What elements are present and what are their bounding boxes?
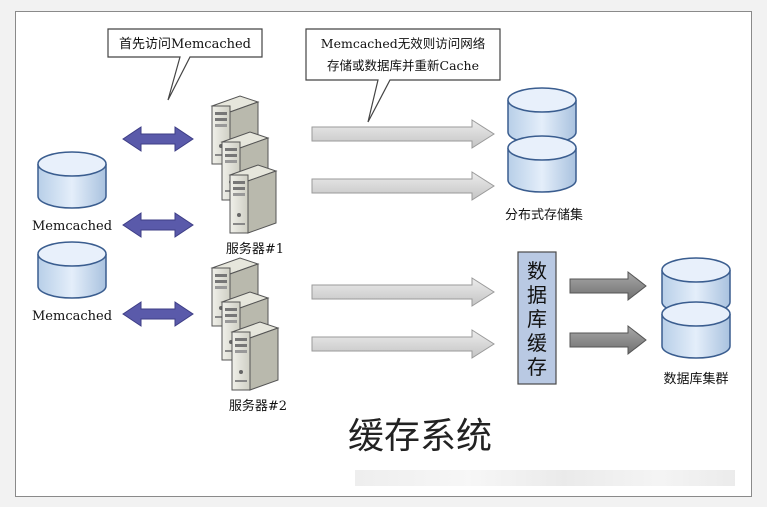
db-cache-char-4: 缓 [527, 331, 547, 355]
double-arrow-icon [122, 126, 194, 152]
distributed-storage: 分布式存储集 [505, 87, 583, 223]
db-cache-char-3: 库 [527, 307, 547, 331]
callout-fallback-line2: 存储或数据库并重新Cache [327, 58, 479, 73]
callout-first-text: 首先访问Memcached [119, 37, 251, 52]
server-2-label: 服务器#2 [229, 398, 287, 414]
server-tower-icon [229, 164, 277, 234]
db-cache-char-2: 据 [527, 283, 547, 307]
distributed-storage-label: 分布式存储集 [505, 207, 583, 223]
database-cluster-label: 数据库集群 [663, 371, 728, 387]
double-arrow-icon [122, 212, 194, 238]
database-cylinder-icon [37, 241, 107, 299]
server-group-1: 服务器#1 [211, 95, 284, 257]
server-tower-icon [231, 321, 279, 391]
database-cylinder-icon [661, 301, 731, 359]
callout-first-access: 首先访问Memcached [107, 28, 263, 101]
database-cluster: 数据库集群 [661, 257, 731, 387]
server-1-label: 服务器#1 [226, 241, 284, 257]
memcached-label-top: Memcached [32, 219, 112, 234]
server-group-2: 服务器#2 [211, 257, 287, 414]
arrow-right-icon [311, 277, 495, 307]
arrow-right-icon [569, 325, 647, 355]
db-cache-char-5: 存 [527, 355, 547, 379]
diagram-title: 缓存系统 [348, 416, 492, 457]
database-cylinder-icon [507, 135, 577, 193]
arrow-right-icon [311, 171, 495, 201]
memcached-node-top: Memcached [32, 151, 112, 234]
memcached-label-bottom: Memcached [32, 309, 112, 324]
memcached-node-bottom: Memcached [32, 241, 112, 324]
arrow-right-icon [311, 329, 495, 359]
database-cylinder-icon [37, 151, 107, 209]
db-cache-char-1: 数 [527, 259, 547, 283]
watermark-strip [355, 470, 735, 486]
arrow-right-icon [311, 119, 495, 149]
double-arrow-icon [122, 301, 194, 327]
database-cache-box: 数 据 库 缓 存 [517, 251, 557, 385]
arrow-right-icon [569, 271, 647, 301]
callout-fallback: Memcached无效则访问网络 存储或数据库并重新Cache [305, 28, 501, 123]
callout-fallback-line1: Memcached无效则访问网络 [321, 36, 486, 51]
